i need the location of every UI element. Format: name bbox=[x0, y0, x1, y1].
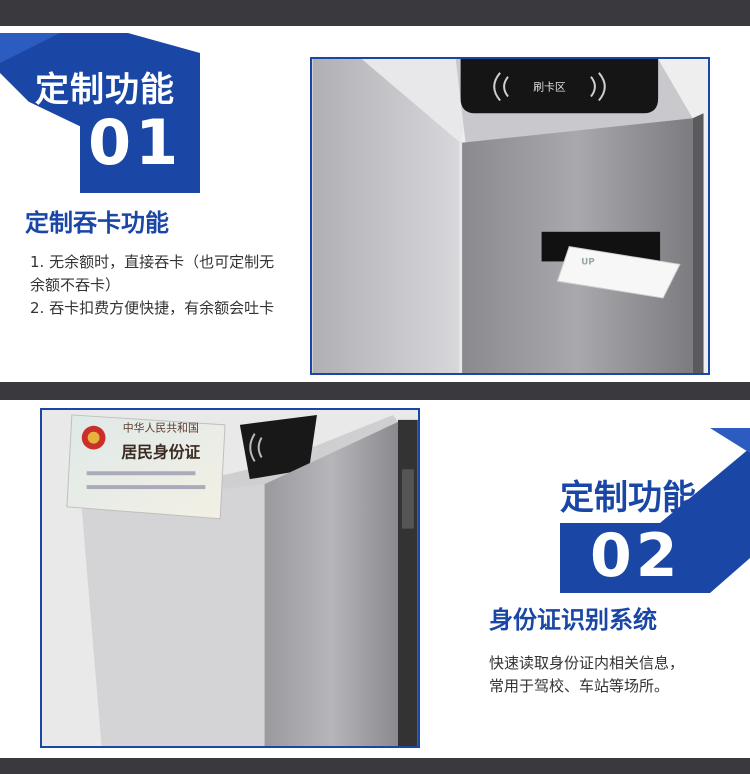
id-card-title: 中华人民共和国 bbox=[123, 421, 199, 435]
id-card-subtitle: 居民身份证 bbox=[121, 442, 200, 461]
card-reader-label: 刷卡区 bbox=[533, 81, 566, 94]
svg-text:UP: UP bbox=[581, 257, 595, 267]
middle-divider-bar bbox=[0, 382, 750, 400]
section1-item-1: 1. 无余额时，直接吞卡（也可定制无余额不吞卡） bbox=[30, 253, 275, 294]
section2-badge-number: 02 bbox=[590, 521, 682, 591]
badge-background-01 bbox=[0, 33, 200, 193]
section2-description: 快速读取身份证内相关信息， 常用于驾校、车站等场所。 bbox=[489, 652, 734, 698]
section2-heading: 身份证识别系统 bbox=[489, 606, 657, 634]
section2-badge-title: 定制功能 bbox=[560, 478, 696, 518]
section2-line-1: 快速读取身份证内相关信息， bbox=[489, 654, 685, 672]
section1-item-2: 2. 吞卡扣费方便快捷，有余额会吐卡 bbox=[30, 299, 275, 317]
badge-background-02 bbox=[560, 428, 750, 593]
card-swallow-device-photo: 刷卡区 UP bbox=[310, 57, 710, 375]
section1-description: 1. 无余额时，直接吞卡（也可定制无余额不吞卡） 2. 吞卡扣费方便快捷，有余额… bbox=[30, 251, 285, 320]
top-divider-bar bbox=[0, 0, 750, 26]
section1-badge-title: 定制功能 bbox=[35, 70, 175, 110]
section1-badge-number: 01 bbox=[88, 106, 183, 179]
section1-heading: 定制吞卡功能 bbox=[25, 209, 169, 237]
bottom-divider-bar bbox=[0, 758, 750, 774]
section2-line-2: 常用于驾校、车站等场所。 bbox=[489, 677, 670, 695]
id-card-reader-photo: 中华人民共和国 居民身份证 bbox=[40, 408, 420, 748]
